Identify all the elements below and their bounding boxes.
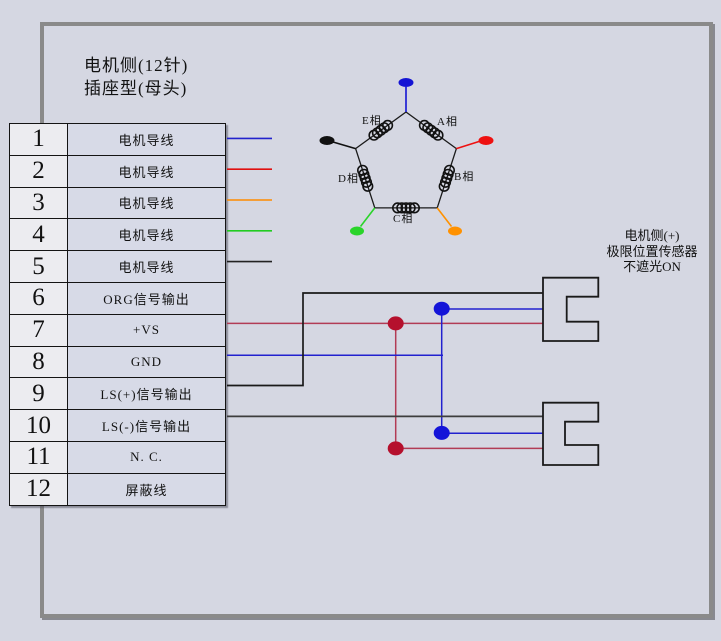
connector-title-line1: 电机侧(12针) — [84, 56, 189, 75]
pin-label: LS(-)信号输出 — [67, 409, 226, 442]
phase-label-C: C相 — [393, 213, 414, 225]
pin-number: 10 — [9, 409, 68, 442]
pin-row: 7 +VS — [9, 313, 226, 347]
pin-row: 2 电机导线 — [9, 154, 226, 188]
pin-number: 4 — [9, 218, 68, 252]
sensor-caption-line3: 不遮光ON — [623, 259, 681, 274]
sensor-caption-line2: 极限位置传感器 — [606, 243, 698, 259]
pin-label: LS(+)信号输出 — [67, 377, 226, 411]
pin-number: 7 — [9, 313, 68, 347]
phase-label-A: A相 — [437, 116, 458, 128]
pin-label: 电机导线 — [67, 123, 226, 156]
pin-label: 屏蔽线 — [67, 472, 226, 506]
pin-row: 1 电机导线 — [9, 123, 226, 156]
pin-label: 电机导线 — [67, 154, 226, 188]
pin-number: 8 — [9, 345, 68, 379]
pin-number: 1 — [9, 123, 68, 156]
pin-table: 1 电机导线 2 电机导线 3 电机导线 4 电机导线 5 电机导线 6 ORG… — [9, 123, 226, 506]
pin-number: 11 — [9, 440, 68, 474]
pin-row: 4 电机导线 — [9, 218, 226, 252]
pin-number: 5 — [9, 250, 68, 283]
sensor-caption-line1: 电机侧(+) — [624, 228, 680, 243]
pin-row: 10 LS(-)信号输出 — [9, 409, 226, 442]
phase-label-E: E相 — [362, 115, 382, 127]
pin-label: 电机导线 — [67, 218, 226, 252]
phase-label-B: B相 — [454, 171, 475, 183]
connector-title-line2: 插座型(母头) — [84, 79, 188, 98]
connector-title: 电机侧(12针) 插座型(母头) — [84, 54, 188, 100]
sensor-caption: 电机侧(+) 极限位置传感器 不遮光ON — [594, 228, 710, 275]
pin-row: 6 ORG信号输出 — [9, 281, 226, 315]
pin-number: 3 — [9, 186, 68, 220]
pin-row: 12 屏蔽线 — [9, 472, 226, 506]
pin-row: 5 电机导线 — [9, 250, 226, 283]
pin-row: 11 N. C. — [9, 440, 226, 474]
pin-label: ORG信号输出 — [67, 281, 226, 315]
pin-row: 9 LS(+)信号输出 — [9, 377, 226, 411]
pin-number: 6 — [9, 281, 68, 315]
phase-label-D: D相 — [338, 173, 359, 185]
pin-label: 电机导线 — [67, 250, 226, 283]
pin-label: N. C. — [67, 440, 226, 474]
pin-number: 2 — [9, 154, 68, 188]
pin-row: 3 电机导线 — [9, 186, 226, 220]
pin-label: GND — [67, 345, 226, 379]
pin-row: 8 GND — [9, 345, 226, 379]
pin-label: 电机导线 — [67, 186, 226, 220]
pin-number: 9 — [9, 377, 68, 411]
pin-label: +VS — [67, 313, 226, 347]
pin-number: 12 — [9, 472, 68, 506]
